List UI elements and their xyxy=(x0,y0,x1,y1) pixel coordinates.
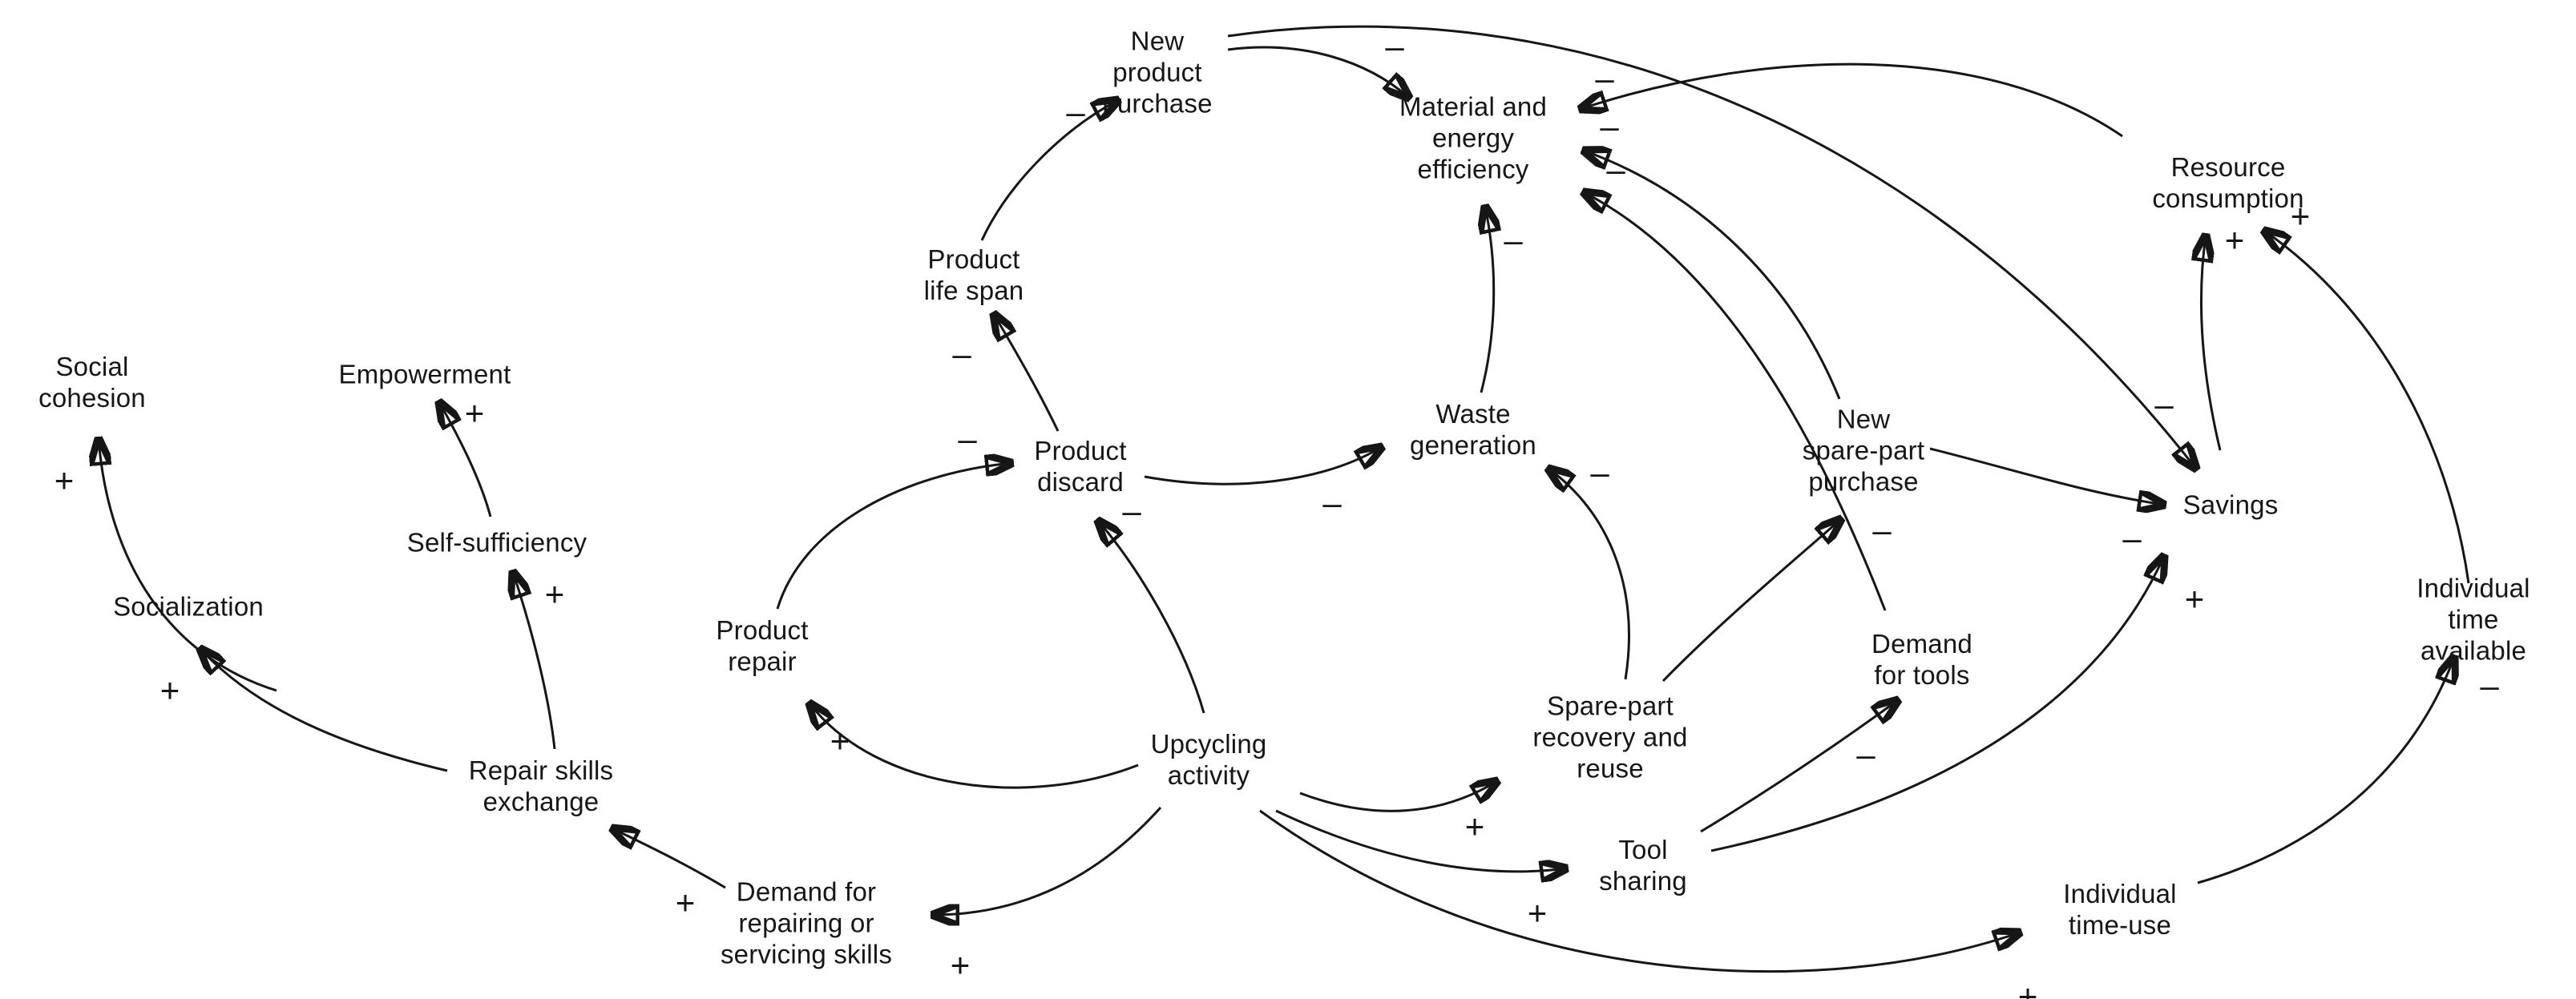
edge-upcycling-activity-to-product-discard xyxy=(1098,521,1205,714)
node-empowerment: Empowerment xyxy=(338,359,511,389)
sign-product-discard-to-product-life-span: – xyxy=(952,335,971,373)
edge-tool-sharing-to-demand-for-tools xyxy=(1700,700,1898,833)
sign-new-product-purchase-to-material-energy-efficiency: – xyxy=(1385,27,1404,65)
sign-product-discard-to-waste-generation: – xyxy=(1322,484,1342,522)
node-waste-generation: Waste generation xyxy=(1410,399,1536,460)
sign-self-sufficiency-to-empowerment: + xyxy=(464,394,485,432)
edge-resource-consumption-to-material-energy-efficiency xyxy=(1581,62,2123,138)
edge-repair-skills-exchange-to-socialization xyxy=(200,649,448,772)
node-demand-repairing-servicing-skills: Demand for repairing or servicing skills xyxy=(720,876,893,969)
edge-new-spare-part-purchase-to-savings xyxy=(1929,447,2164,505)
sign-new-product-purchase-to-savings: – xyxy=(2154,385,2174,423)
node-individual-time-available: Individual time available xyxy=(2417,573,2530,666)
edge-new-product-purchase-to-savings xyxy=(1227,25,2196,469)
sign-upcycling-activity-to-individual-time-use: + xyxy=(2017,977,2038,999)
edge-self-sufficiency-to-empowerment xyxy=(439,402,492,518)
edge-socialization-to-social-cohesion xyxy=(99,439,277,692)
edge-demand-repairing-servicing-skills-to-repair-skills-exchange xyxy=(612,828,726,889)
sign-individual-time-use-to-individual-time-available: – xyxy=(2480,667,2499,704)
sign-upcycling-activity-to-spare-part-recovery: + xyxy=(1464,808,1485,845)
sign-new-spare-part-purchase-to-material-energy-efficiency: – xyxy=(1600,107,1619,145)
edge-upcycling-activity-to-demand-repairing-servicing-skills xyxy=(933,806,1162,915)
edge-spare-part-recovery-to-new-spare-part-purchase xyxy=(1661,519,1841,683)
sign-upcycling-activity-to-demand-repairing-servicing-skills: + xyxy=(950,946,971,984)
node-product-life-span: Product life span xyxy=(923,244,1024,305)
sign-demand-repairing-servicing-skills-to-repair-skills-exchange: + xyxy=(675,884,696,921)
node-socialization: Socialization xyxy=(113,591,264,622)
sign-spare-part-recovery-to-waste-generation: – xyxy=(1590,453,1609,491)
sign-upcycling-activity-to-product-repair: + xyxy=(830,722,850,759)
edge-individual-time-available-to-resource-consumption xyxy=(2264,231,2470,584)
sign-product-repair-to-product-discard: – xyxy=(958,420,977,457)
edge-waste-generation-to-material-energy-efficiency xyxy=(1481,207,1494,393)
sign-new-spare-part-purchase-to-savings: – xyxy=(2122,519,2142,557)
node-tool-sharing: Tool sharing xyxy=(1599,835,1687,896)
sign-repair-skills-exchange-to-socialization: + xyxy=(159,671,180,709)
edge-upcycling-activity-to-tool-sharing xyxy=(1275,809,1566,872)
node-resource-consumption: Resource consumption xyxy=(2152,152,2304,213)
edge-upcycling-activity-to-product-repair xyxy=(810,703,1139,789)
sign-demand-for-tools-to-material-energy-efficiency: – xyxy=(1606,151,1625,188)
edge-repair-skills-exchange-to-self-sufficiency xyxy=(513,572,556,750)
node-savings: Savings xyxy=(2182,489,2279,520)
node-new-product-purchase: New product purchase xyxy=(1102,26,1213,119)
node-repair-skills-exchange: Repair skills exchange xyxy=(468,755,614,816)
edge-demand-for-tools-to-material-energy-efficiency xyxy=(1584,192,1887,611)
node-product-repair: Product repair xyxy=(716,615,809,676)
sign-waste-generation-to-material-energy-efficiency: – xyxy=(1504,221,1523,259)
node-new-spare-part-purchase: New spare-part purchase xyxy=(1802,404,1925,497)
sign-spare-part-recovery-to-new-spare-part-purchase: – xyxy=(1872,511,1892,549)
sign-product-life-span-to-new-product-purchase: – xyxy=(1066,93,1085,131)
edge-spare-part-recovery-to-waste-generation xyxy=(1548,469,1630,680)
node-product-discard: Product discard xyxy=(1034,436,1127,497)
node-individual-time-use: Individual time-use xyxy=(2063,879,2177,940)
sign-upcycling-activity-to-product-discard: – xyxy=(1122,492,1141,530)
edge-savings-to-resource-consumption xyxy=(2201,236,2222,451)
node-demand-for-tools: Demand for tools xyxy=(1871,629,1972,690)
edge-upcycling-activity-to-individual-time-use xyxy=(1259,809,2020,973)
node-spare-part-recovery: Spare-part recovery and reuse xyxy=(1532,691,1688,783)
sign-repair-skills-exchange-to-self-sufficiency: + xyxy=(544,575,565,613)
edge-new-product-purchase-to-material-energy-efficiency xyxy=(1227,46,1409,98)
edge-product-discard-to-product-life-span xyxy=(994,314,1060,432)
sign-upcycling-activity-to-tool-sharing: + xyxy=(1527,894,1548,932)
node-social-cohesion: Social cohesion xyxy=(38,352,146,413)
sign-individual-time-available-to-resource-consumption: + xyxy=(2290,197,2311,235)
edge-product-life-span-to-new-product-purchase xyxy=(980,100,1118,241)
node-upcycling-activity: Upcycling activity xyxy=(1150,729,1267,790)
sign-savings-to-resource-consumption: + xyxy=(2224,221,2245,259)
sign-socialization-to-social-cohesion: + xyxy=(54,461,75,499)
node-self-sufficiency: Self-sufficiency xyxy=(406,527,587,558)
edge-individual-time-use-to-individual-time-available xyxy=(2197,657,2454,884)
sign-tool-sharing-to-savings: + xyxy=(2184,580,2205,618)
edge-product-discard-to-waste-generation xyxy=(1144,447,1382,485)
edge-new-spare-part-purchase-to-material-energy-efficiency xyxy=(1584,151,1841,400)
node-material-energy-efficiency: Material and energy efficiency xyxy=(1399,91,1547,184)
edge-product-repair-to-product-discard xyxy=(776,463,1011,610)
sign-tool-sharing-to-demand-for-tools: – xyxy=(1856,735,1875,773)
edge-upcycling-activity-to-spare-part-recovery xyxy=(1299,781,1497,812)
sign-resource-consumption-to-material-energy-efficiency: – xyxy=(1595,59,1614,97)
edge-tool-sharing-to-savings xyxy=(1710,556,2164,852)
